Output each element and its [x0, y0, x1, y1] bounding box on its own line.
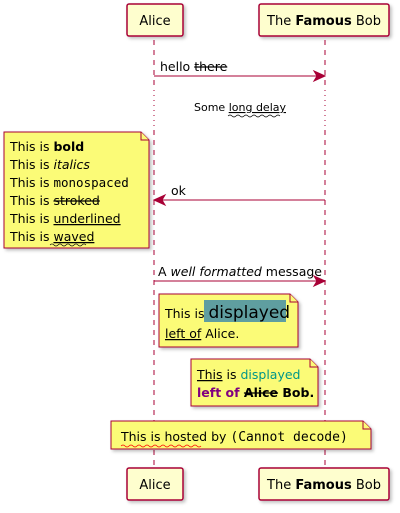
alice-label: Alice: [139, 14, 170, 29]
note-bob-line1: This is displayed: [196, 367, 301, 382]
message-hello: hello there: [154, 59, 327, 83]
bob-label: The Famous Bob: [266, 14, 381, 29]
bob-label-bottom: The Famous Bob: [266, 478, 381, 493]
alice-label-bottom: Alice: [139, 478, 170, 493]
highlight-box: [204, 300, 286, 322]
participant-bob-top[interactable]: The Famous Bob: [258, 3, 390, 37]
participant-bob-bottom[interactable]: The Famous Bob: [258, 467, 390, 501]
note-bob-line2: left of Alice Bob.: [197, 385, 314, 400]
message-ok: ok: [152, 183, 325, 207]
note-line-bold: This is bold: [9, 139, 84, 154]
note-line-mono: This is monospaced: [9, 175, 129, 190]
note-formatting: This is bold This is italics This is mon…: [3, 131, 150, 249]
message-ok-label: ok: [171, 183, 187, 198]
note-displayed: This is displayed left of Alice.: [158, 293, 299, 348]
note-line-italic: This is italics: [9, 157, 90, 172]
participant-alice-top[interactable]: Alice: [126, 3, 184, 37]
note-line-underlined: This is underlined: [9, 211, 121, 226]
message-hello-label: hello there: [160, 59, 228, 74]
hosted-wave: [120, 444, 202, 448]
note-line-waved: This is waved: [9, 229, 94, 244]
note-left-of-bob: This is displayed left of Alice Bob.: [190, 358, 319, 407]
note-hosted: This is hosted by (Cannot decode): [110, 420, 372, 450]
message-formatted-label: A well formatted message: [158, 264, 322, 279]
note-hosted-line: This is hosted by (Cannot decode): [120, 429, 348, 445]
note-displayed-line1: This is displayed: [164, 303, 290, 323]
participant-alice-bottom[interactable]: Alice: [126, 467, 184, 501]
delay-label: Some long delay: [194, 101, 286, 114]
note-displayed-line2: left of Alice.: [165, 326, 239, 341]
message-formatted: A well formatted message: [154, 264, 327, 288]
note-line-struck: This is stroked: [9, 193, 100, 208]
delay-wave: [227, 114, 281, 118]
